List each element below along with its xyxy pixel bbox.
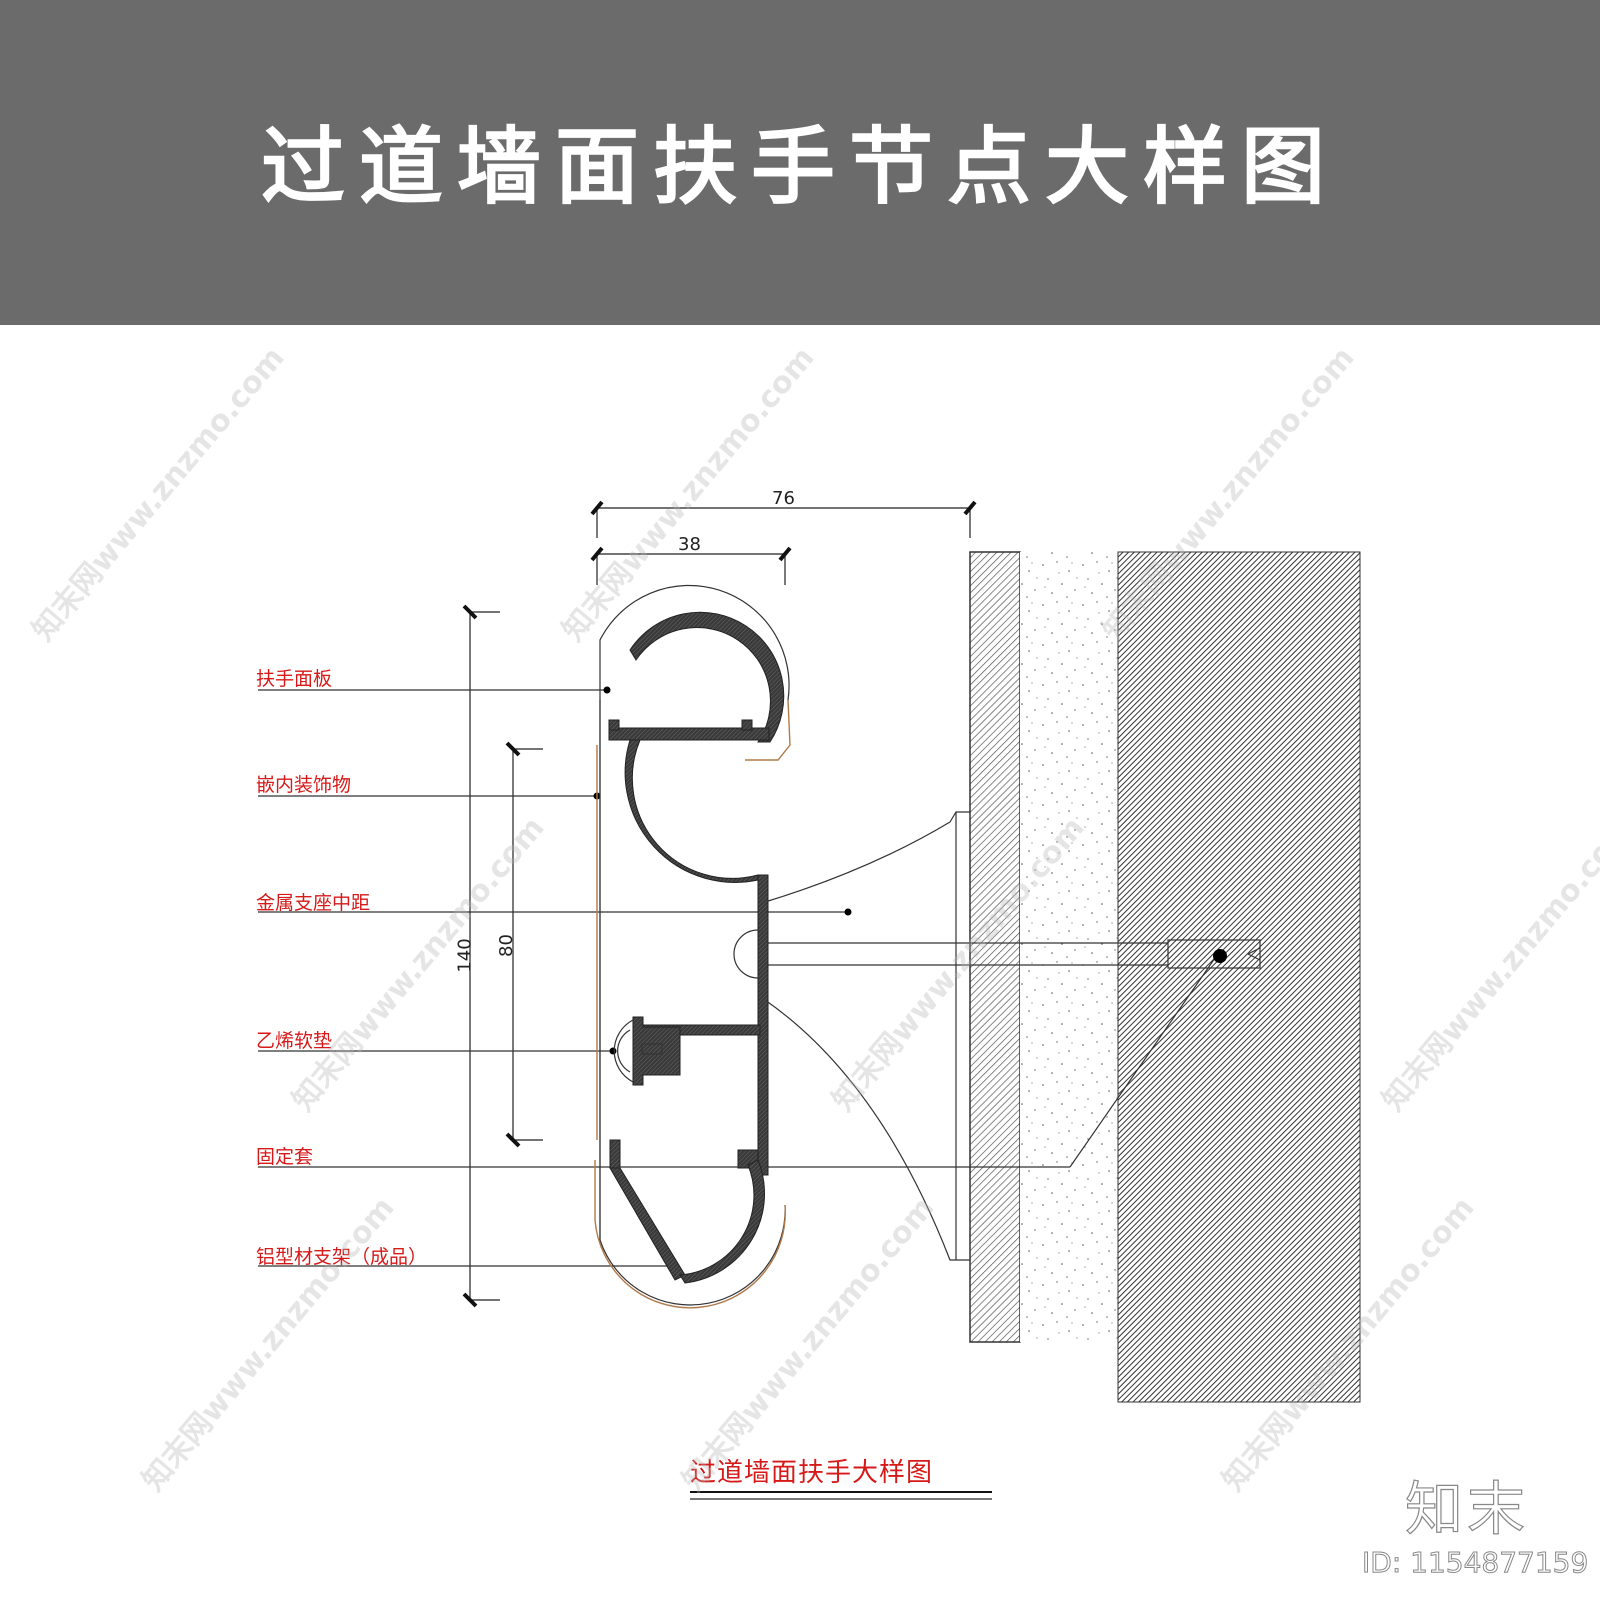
- callout-fixing-sleeve: 固定套: [256, 1146, 314, 1168]
- dim-overall-width: 76: [772, 488, 795, 509]
- callout-aluminium-bracket: 铝型材支架（成品）: [256, 1246, 428, 1268]
- dim-half-width: 38: [678, 534, 701, 555]
- handrail-outer-trim: [594, 584, 791, 1309]
- callout-inlay-decoration: 嵌内装饰物: [256, 774, 352, 796]
- dimension-lines: [469, 507, 971, 1301]
- callout-bracket-spacing: 金属支座中距: [256, 892, 371, 914]
- dim-overall-height: 140: [454, 938, 476, 973]
- wall-bracket: [764, 811, 1261, 1261]
- dimension-ticks: [462, 500, 977, 1308]
- aluminium-profile: [608, 611, 785, 1284]
- dim-bracket-spacing: 80: [495, 934, 517, 957]
- drawing-caption: 过道墙面扶手大样图: [690, 1458, 934, 1488]
- brand-logo: 知末: [1404, 1474, 1530, 1543]
- caption-underline: [690, 1491, 992, 1500]
- page-title: 过道墙面扶手节点大样图: [260, 117, 1339, 216]
- leader-lines: [258, 689, 1216, 1267]
- wall-layers: [969, 551, 1361, 1403]
- callout-handrail-panel: 扶手面板: [256, 668, 333, 690]
- asset-id: ID: 1154877159: [1361, 1546, 1589, 1580]
- header-banner: 过道墙面扶手节点大样图: [0, 0, 1600, 325]
- callout-vinyl-pad: 乙烯软垫: [256, 1030, 333, 1052]
